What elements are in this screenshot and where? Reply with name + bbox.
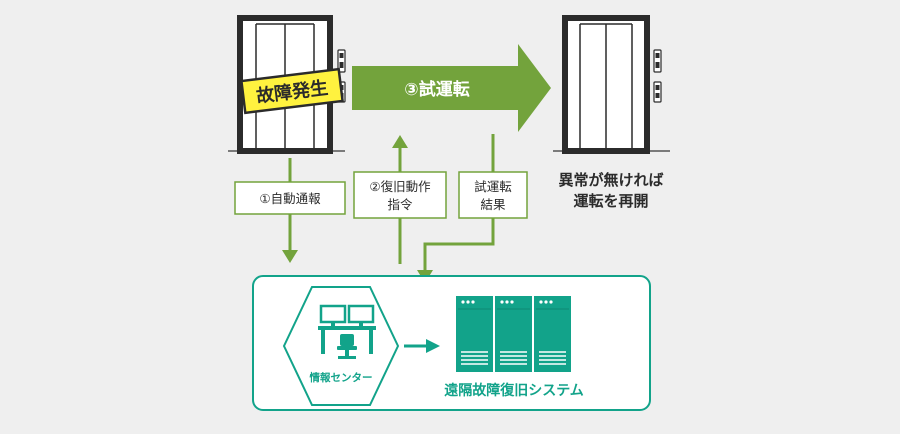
resume-text-line2: 運転を再開	[573, 192, 648, 210]
monitor-desk-icon	[318, 304, 376, 354]
trial-result-label-line2: 結果	[480, 197, 506, 212]
elevator-right	[553, 15, 670, 154]
system-name-label: 遠隔故障復旧システム	[444, 382, 584, 399]
auto-report-label: ①自動通報	[259, 191, 321, 206]
trial-result-box: 試運転 結果	[458, 171, 528, 219]
trial-result-label-line1: 試運転	[474, 179, 512, 194]
info-center-label: 情報センター	[310, 371, 373, 384]
restore-command-box: ②復旧動作 指令	[353, 171, 447, 219]
trial-run-label: ③試運転	[404, 79, 469, 100]
restore-command-label-line1: ②復旧動作	[369, 179, 431, 194]
auto-report-box: ①自動通報	[234, 181, 346, 215]
resume-text-line1: 異常が無ければ	[558, 171, 663, 189]
call-panel-right	[653, 49, 662, 103]
restore-command-label-line2: 指令	[387, 197, 413, 212]
center-to-server-arrow	[404, 339, 440, 353]
info-center-hexagon: 情報センター	[282, 286, 400, 406]
server-racks-icon	[456, 296, 571, 372]
trial-run-arrow: ③試運転	[352, 44, 551, 132]
failure-tag: 故障発生	[240, 67, 344, 115]
chair-icon	[337, 334, 357, 359]
